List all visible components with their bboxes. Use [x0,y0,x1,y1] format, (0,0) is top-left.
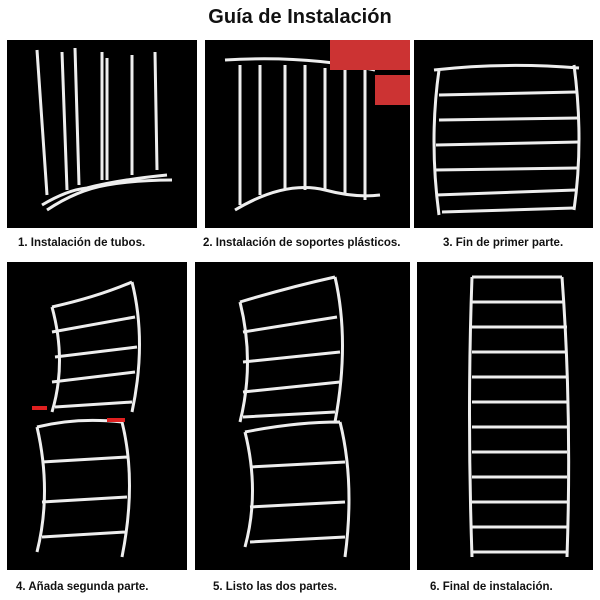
step-3-image [414,40,593,228]
step-3-caption: 3. Fin de primer parte. [443,237,564,249]
page-title: Guía de Instalación [208,6,392,28]
step-6-image [417,262,593,570]
step-4-caption: 4. Añada segunda parte. [16,581,149,593]
step-2-caption: 2. Instalación de soportes plásticos. [203,237,401,249]
step-1-caption: 1. Instalación de tubos. [18,237,146,249]
step-2-image [205,40,410,228]
step-5-image [195,262,410,570]
step-5-caption: 5. Listo las dos partes. [213,581,337,593]
step-4-image [7,262,187,570]
step-1-image [7,40,197,228]
step-6-caption: 6. Final de instalación. [430,581,553,593]
